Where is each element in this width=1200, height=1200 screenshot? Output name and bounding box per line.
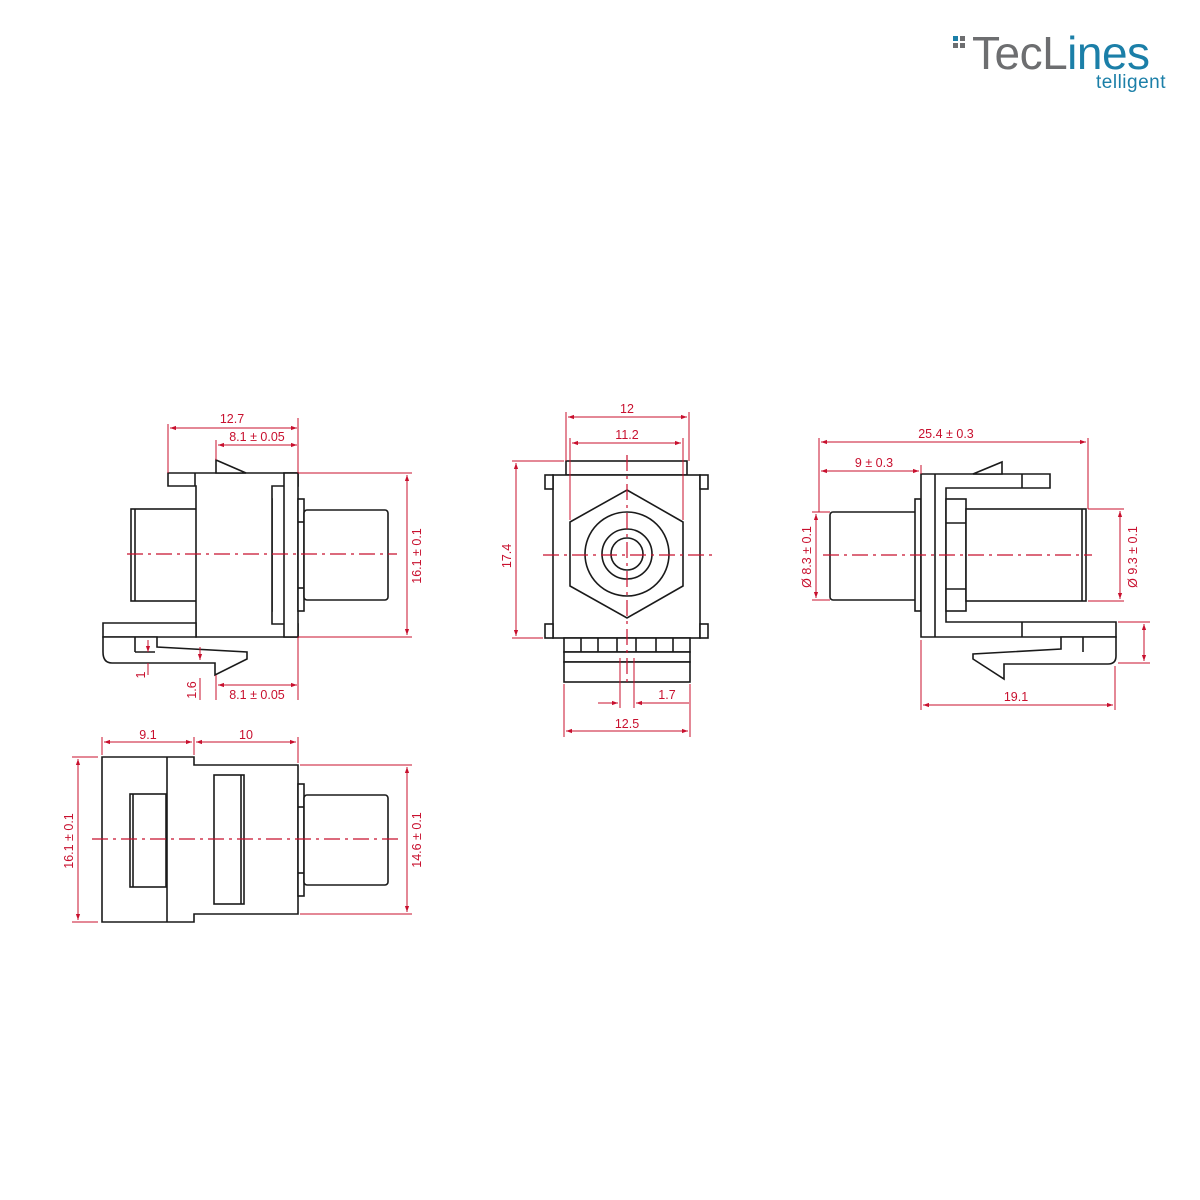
dim-total-length: 25.4 ± 0.3 <box>918 427 974 441</box>
dim-bottom-width: 12.5 <box>615 717 639 731</box>
dim-front-height: 17.4 <box>500 544 514 568</box>
dim-overall-length: 12.7 <box>220 412 244 426</box>
side-view-left: 12.7 8.1 ± 0.05 16.1 ± 0.1 8.1 ± 0.05 1 … <box>102 412 424 702</box>
dim-latch-offset: 1.6 <box>185 681 199 698</box>
dim-hex-width: 11.2 <box>615 428 638 442</box>
dim-rear-length: 9.1 <box>139 728 156 742</box>
top-view: 9.1 10 16.1 ± 0.1 14.6 ± 0.1 <box>62 728 424 923</box>
dim-height: 16.1 ± 0.1 <box>410 528 424 584</box>
dim-latch-top: 8.1 ± 0.05 <box>229 430 285 444</box>
dim-body-length: 19.1 <box>1004 690 1028 704</box>
dim-front-diameter: Ø 8.3 ± 0.1 <box>800 526 814 588</box>
dim-front-length: 9 ± 0.3 <box>855 456 893 470</box>
logo-brand-highlight: ines <box>1067 27 1150 79</box>
dim-top-height-left: 16.1 ± 0.1 <box>62 813 76 869</box>
dim-top-width: 12 <box>620 402 634 416</box>
logo-brand-prefix: TecL <box>972 27 1068 79</box>
dim-top-height-right: 14.6 ± 0.1 <box>410 812 424 868</box>
logo-square-icon <box>953 43 958 48</box>
logo-square-icon <box>960 43 965 48</box>
dim-latch-gap: 1 <box>134 671 148 678</box>
logo-subtitle: telligent <box>1096 72 1166 93</box>
logo-square-icon <box>953 36 958 41</box>
logo-brand-text: TecLines <box>972 28 1150 78</box>
dim-mid-length: 10 <box>239 728 253 742</box>
dim-rear-diameter: Ø 9.3 ± 0.1 <box>1126 526 1140 588</box>
teclines-logo: TecLines telligent <box>950 26 1170 96</box>
logo-square-icon <box>960 36 965 41</box>
side-view-right: 25.4 ± 0.3 9 ± 0.3 Ø 8.3 ± 0.1 Ø 9.3 ± 0… <box>800 427 1150 710</box>
dim-latch-bottom: 8.1 ± 0.05 <box>229 688 285 702</box>
front-view: 12 11.2 17.4 1.7 12.5 <box>500 402 712 737</box>
dim-slot-offset: 1.7 <box>658 688 675 702</box>
